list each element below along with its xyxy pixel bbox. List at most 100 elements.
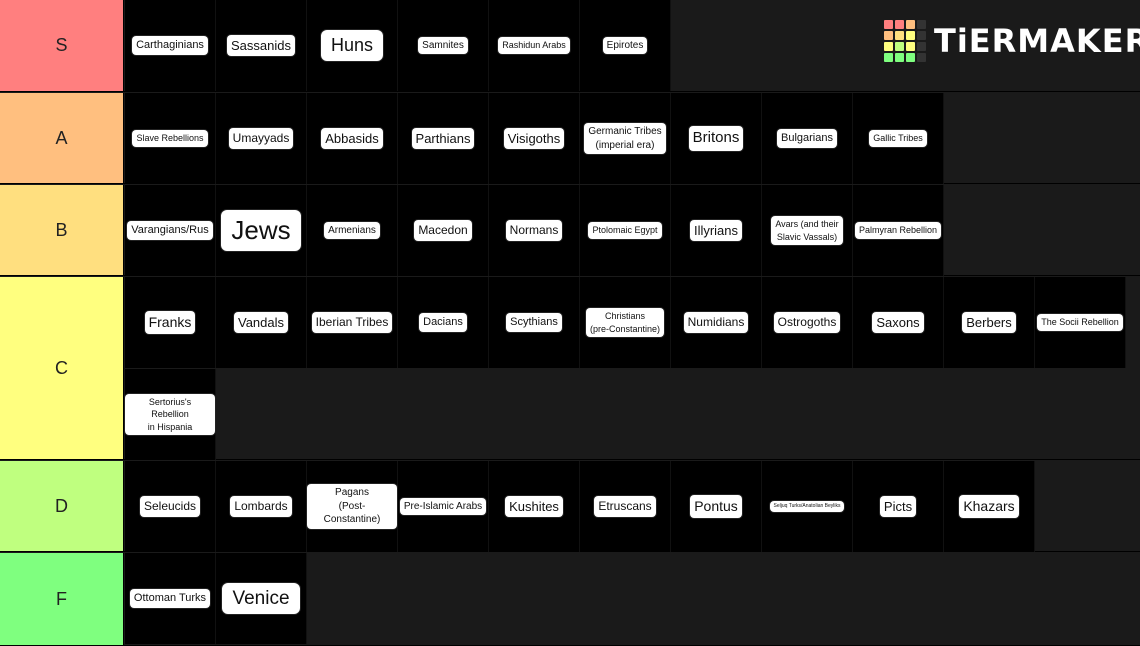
tier-item-tile[interactable]: Venice bbox=[216, 553, 307, 644]
tier-item-tile[interactable]: Slave Rebellions bbox=[125, 93, 216, 184]
tier-item-label: Illyrians bbox=[689, 219, 743, 242]
tier-item-label: Britons bbox=[688, 126, 744, 151]
tier-item-tile[interactable]: Germanic Tribes (imperial era) bbox=[580, 93, 671, 184]
tier-item-tile[interactable]: Scythians bbox=[489, 277, 580, 368]
tier-item-tile[interactable]: Seljuq Turks/Anatolian Beyliks bbox=[762, 461, 853, 552]
tier-label[interactable]: C bbox=[0, 277, 124, 459]
tier-item-tile[interactable]: Gallic Tribes bbox=[853, 93, 944, 184]
logo-grid-square bbox=[884, 53, 893, 62]
tier-item-tile[interactable]: Iberian Tribes bbox=[307, 277, 398, 368]
logo-grid-square bbox=[906, 31, 915, 40]
tier-item-tile[interactable]: Pre-Islamic Arabs bbox=[398, 461, 489, 552]
logo-grid-square bbox=[917, 31, 926, 40]
tier-item-label: Kushites bbox=[505, 495, 563, 518]
tier-item-tile[interactable]: Normans bbox=[489, 185, 580, 276]
logo-grid-square bbox=[895, 31, 904, 40]
tier-item-tile[interactable]: Numidians bbox=[671, 277, 762, 368]
tier-item-tile[interactable]: Avars (and their Slavic Vassals) bbox=[762, 185, 853, 276]
tier-item-tile[interactable]: Sassanids bbox=[216, 0, 307, 91]
tier-item-tile[interactable]: Palmyran Rebellion bbox=[853, 185, 944, 276]
tier-item-label: Pagans (Post-Constantine) bbox=[307, 484, 397, 529]
tier-item-label: Sassanids bbox=[227, 34, 295, 57]
tier-item-tile[interactable]: Christians (pre-Constantine) bbox=[580, 277, 671, 368]
tier-items-area[interactable]: Carthaginians Sassanids Huns Samnites Rashid… bbox=[125, 0, 1140, 91]
tier-item-label: Etruscans bbox=[594, 496, 656, 517]
tier-item-tile[interactable]: Umayyads bbox=[216, 93, 307, 184]
tier-item-label: Palmyran Rebellion bbox=[854, 222, 942, 239]
tier-item-tile[interactable]: Ptolomaic Egypt bbox=[580, 185, 671, 276]
tier-item-tile[interactable]: Huns bbox=[307, 0, 398, 91]
tier-item-label: Ottoman Turks bbox=[129, 589, 211, 608]
tier-item-tile[interactable]: Kushites bbox=[489, 461, 580, 552]
logo-grid-square bbox=[906, 42, 915, 51]
logo-grid-square bbox=[895, 42, 904, 51]
tier-item-label: Khazars bbox=[959, 495, 1019, 518]
tier-label[interactable]: F bbox=[0, 553, 124, 645]
tier-item-tile[interactable]: Seleucids bbox=[125, 461, 216, 552]
logo-grid-square bbox=[917, 42, 926, 51]
tier-item-tile[interactable]: Britons bbox=[671, 93, 762, 184]
tier-label[interactable]: D bbox=[0, 461, 124, 551]
tier-label[interactable]: B bbox=[0, 185, 124, 275]
tier-label[interactable]: A bbox=[0, 93, 124, 183]
tier-item-tile[interactable]: Pontus bbox=[671, 461, 762, 552]
tier-item-tile[interactable]: Picts bbox=[853, 461, 944, 552]
tier-item-tile[interactable]: Bulgarians bbox=[762, 93, 853, 184]
logo-grid-square bbox=[884, 31, 893, 40]
tier-item-label: Germanic Tribes (imperial era) bbox=[584, 123, 666, 154]
tier-item-tile[interactable]: Macedon bbox=[398, 185, 489, 276]
tier-row-s: S Carthaginians Sassanids Huns Samnites Rashi… bbox=[0, 0, 1140, 92]
tier-item-tile[interactable]: Epirotes bbox=[580, 0, 671, 91]
tier-item-tile[interactable]: Armenians bbox=[307, 185, 398, 276]
tier-item-tile[interactable]: Illyrians bbox=[671, 185, 762, 276]
tier-item-tile[interactable]: Jews bbox=[216, 185, 307, 276]
tier-item-label: Berbers bbox=[962, 311, 1016, 334]
logo-grid-square bbox=[895, 20, 904, 29]
tier-item-tile[interactable]: Abbasids bbox=[307, 93, 398, 184]
tier-item-label: Scythians bbox=[506, 313, 562, 332]
tier-item-label: Carthaginians bbox=[132, 36, 208, 55]
tier-item-tile[interactable]: Visigoths bbox=[489, 93, 580, 184]
tier-item-tile[interactable]: Berbers bbox=[944, 277, 1035, 368]
tier-item-label: Christians (pre-Constantine) bbox=[585, 308, 665, 337]
tier-items-area[interactable]: Seleucids Lombards Pagans (Post-Constantin… bbox=[125, 461, 1140, 552]
tier-item-tile[interactable]: Ottoman Turks bbox=[125, 553, 216, 644]
tier-item-label: Slave Rebellions bbox=[132, 130, 208, 147]
tier-item-label: Rashidun Arabs bbox=[498, 37, 570, 54]
tier-item-tile[interactable]: Varangians/Rus bbox=[125, 185, 216, 276]
logo-grid-square bbox=[884, 42, 893, 51]
tier-item-tile[interactable]: Vandals bbox=[216, 277, 307, 368]
tier-item-tile[interactable]: Rashidun Arabs bbox=[489, 0, 580, 91]
tier-label[interactable]: S bbox=[0, 0, 124, 91]
tier-item-label: Pre-Islamic Arabs bbox=[399, 497, 487, 516]
tier-item-tile[interactable]: Samnites bbox=[398, 0, 489, 91]
logo-grid-square bbox=[895, 53, 904, 62]
tier-item-label: Umayyads bbox=[228, 128, 294, 149]
tier-item-tile[interactable]: Etruscans bbox=[580, 461, 671, 552]
tier-item-tile[interactable]: Dacians bbox=[398, 277, 489, 368]
logo-grid-square bbox=[906, 20, 915, 29]
tier-item-tile[interactable]: Ostrogoths bbox=[762, 277, 853, 368]
tier-item-label: Varangians/Rus bbox=[127, 221, 213, 240]
tier-item-label: Gallic Tribes bbox=[869, 130, 927, 147]
tier-items-area[interactable]: Ottoman Turks Venice bbox=[125, 553, 1140, 645]
tier-item-tile[interactable]: Parthians bbox=[398, 93, 489, 184]
tier-item-tile[interactable]: Franks bbox=[125, 277, 216, 368]
tier-item-tile[interactable]: The Socii Rebellion bbox=[1035, 277, 1126, 368]
logo-grid-square bbox=[917, 53, 926, 62]
logo-grid-square bbox=[884, 20, 893, 29]
tier-item-tile[interactable]: Lombards bbox=[216, 461, 307, 552]
tier-item-label: Lombards bbox=[230, 496, 292, 517]
tier-item-tile[interactable]: Carthaginians bbox=[125, 0, 216, 91]
tier-item-tile[interactable]: Sertorius's Rebellion in Hispania bbox=[125, 369, 216, 460]
tier-item-label: Avars (and their Slavic Vassals) bbox=[771, 216, 843, 245]
tier-item-tile[interactable]: Pagans (Post-Constantine) bbox=[307, 461, 398, 552]
tier-item-tile[interactable]: Khazars bbox=[944, 461, 1035, 552]
tier-item-tile[interactable]: Saxons bbox=[853, 277, 944, 368]
tier-item-label: The Socii Rebellion bbox=[1037, 314, 1123, 331]
tier-item-label: Huns bbox=[320, 30, 384, 61]
